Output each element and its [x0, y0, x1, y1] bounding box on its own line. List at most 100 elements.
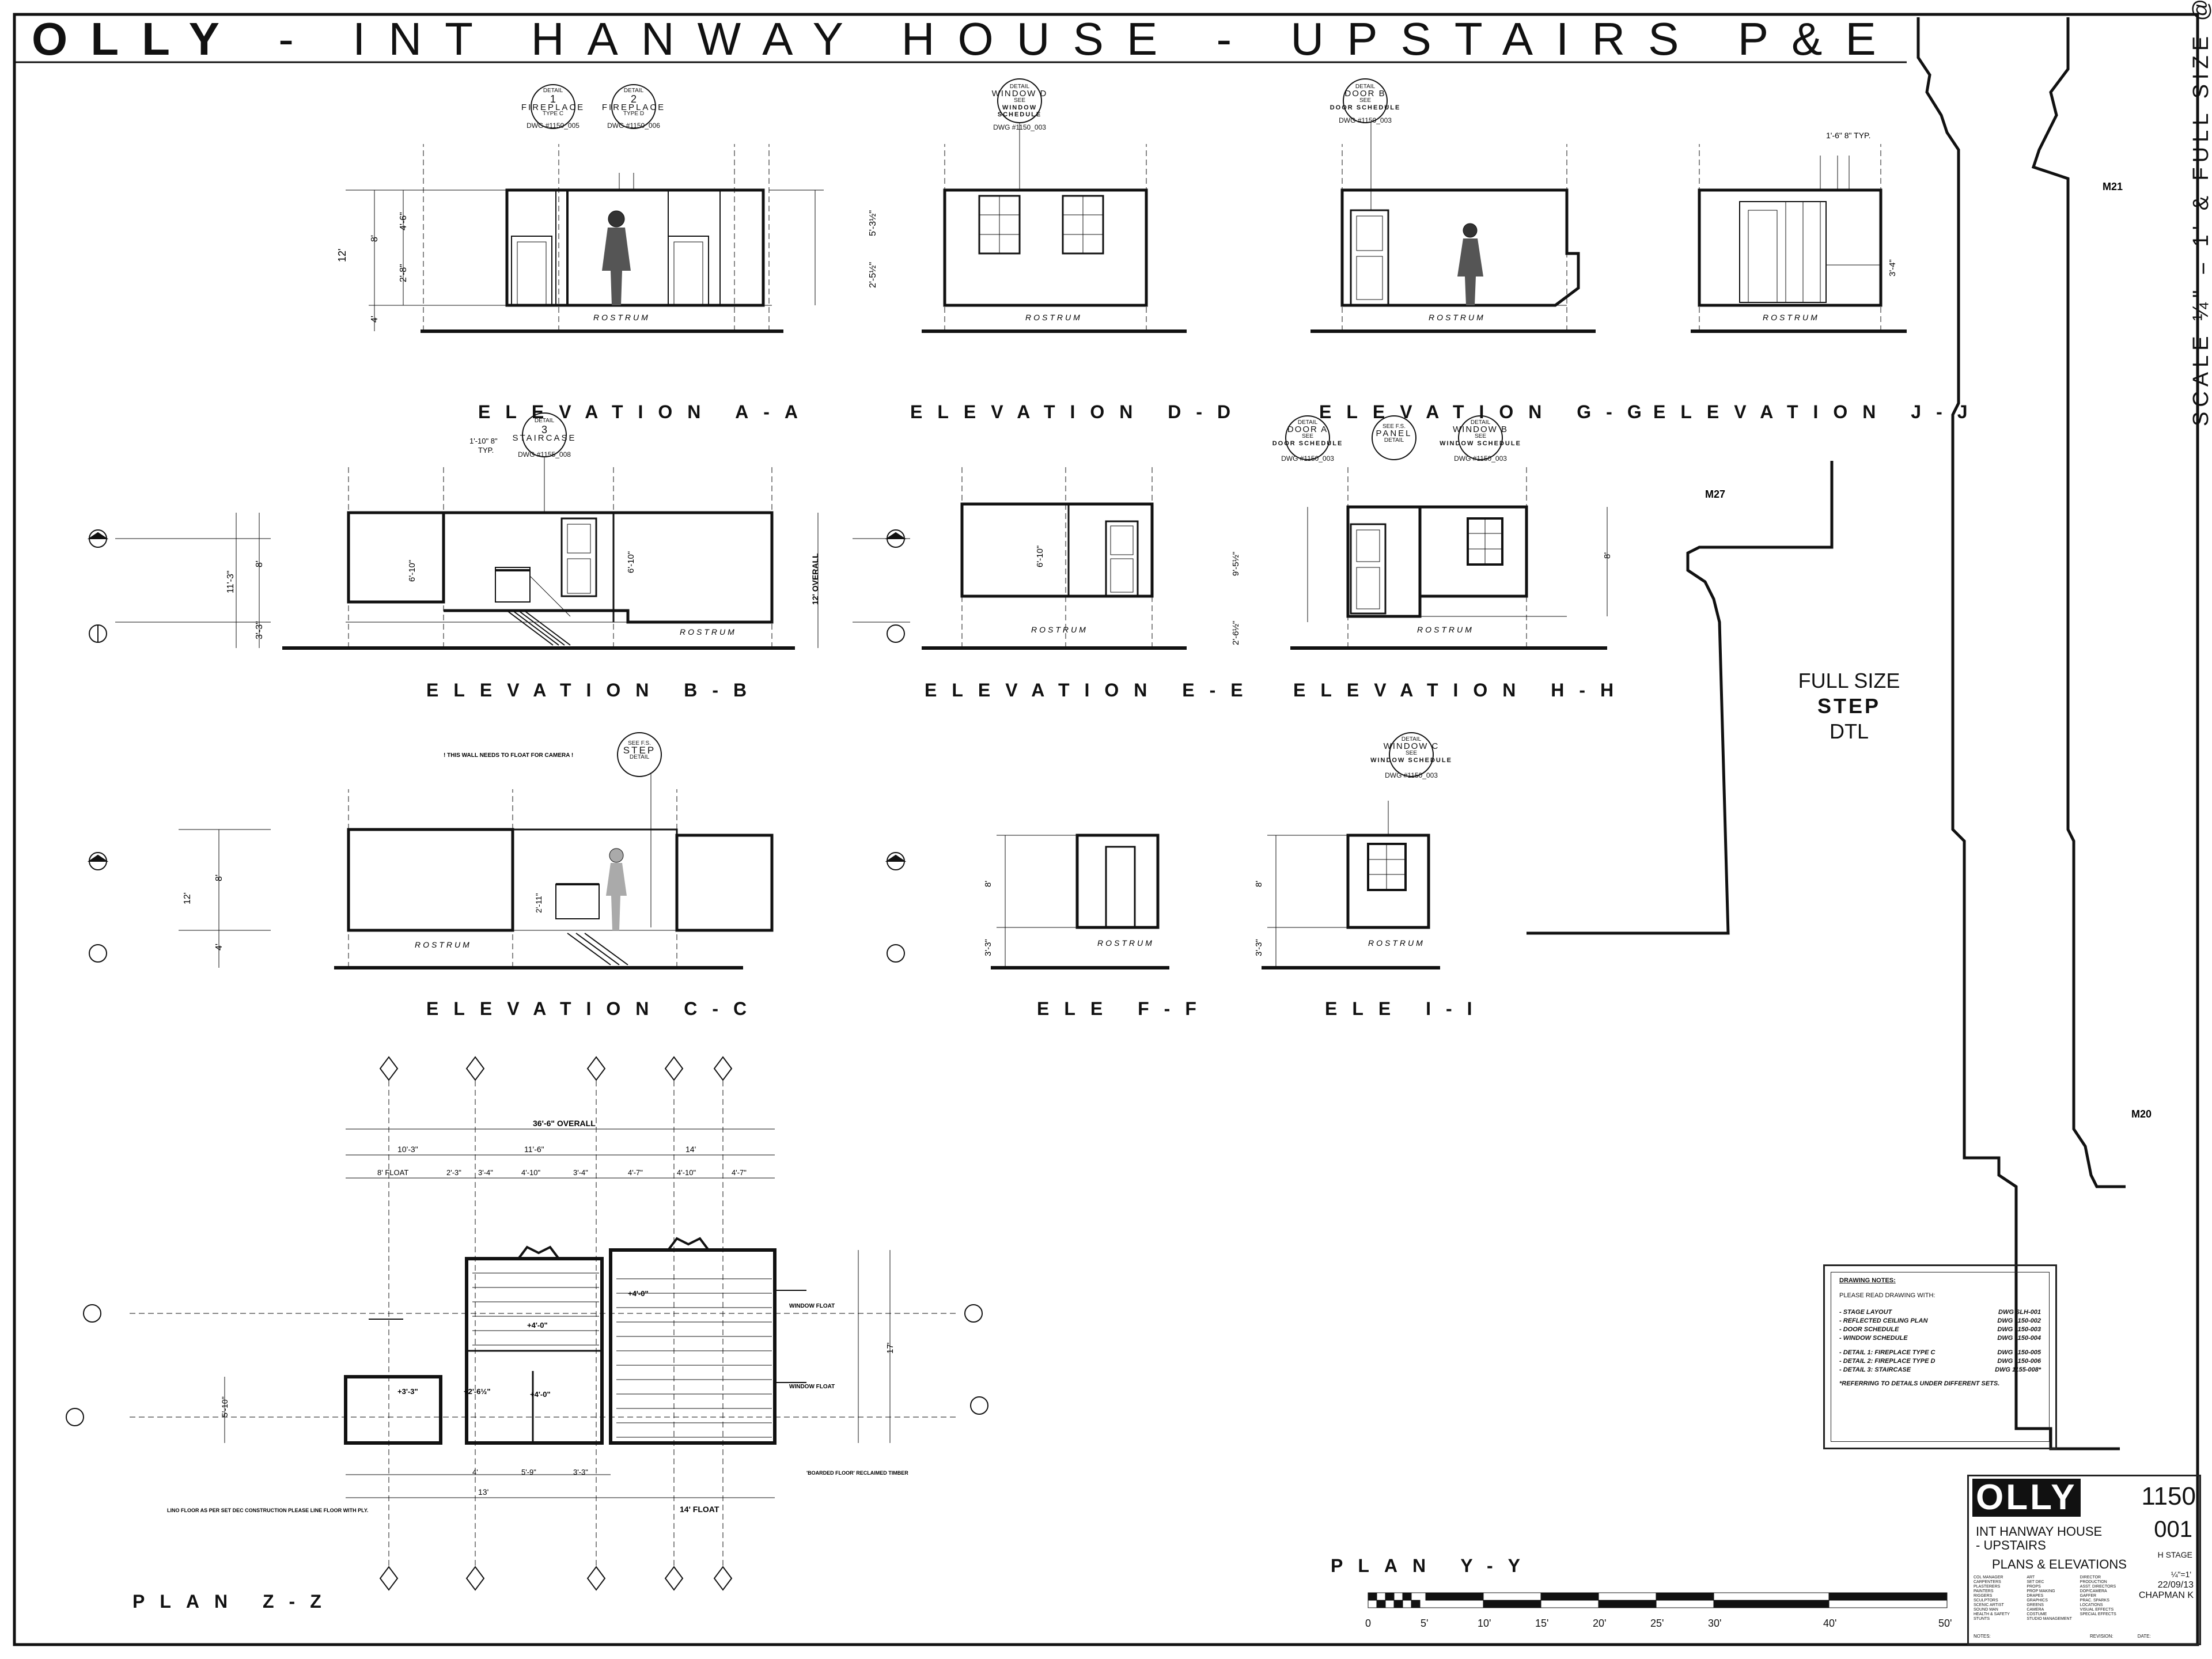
tb-crew-item: LOCATIONS [2080, 1603, 2103, 1607]
tb-crew-item: ART [2027, 1575, 2035, 1580]
scale-note: SCALE ¼" = 1' & FULL SIZE @ 36" X 48" [2189, 0, 2212, 426]
tb-crew-item: ASST. DIRECTORS [2080, 1585, 2116, 1589]
elev-aa-floor: ROSTRUM [593, 313, 650, 322]
callout-2-name: FIREPLACE [601, 103, 666, 112]
elev-title-cc: ELEVATION C-C [426, 998, 762, 1019]
callout-wb-sub: WINDOW SCHEDULE [1440, 440, 1521, 447]
callout-2-sub: TYPE D [623, 111, 645, 117]
dim-ii-33: 3'-3" [1254, 939, 1264, 956]
callout-window-c: DETAIL WINDOW C SEE WINDOW SCHEDULE DWG … [1368, 736, 1455, 779]
dim-aa-8: 8' [370, 235, 380, 242]
tb-crew-item: RIGGERS [1974, 1594, 1993, 1598]
notes-row-key: - DETAIL 3: STAIRCASE [1839, 1366, 1911, 1373]
callout-wb-dwg: DWG #1150_003 [1454, 454, 1507, 463]
tb-crew-item: CARPENTERS [1974, 1580, 2001, 1584]
float-note: ! THIS WALL NEEDS TO FLOAT FOR CAMERA ! [444, 752, 573, 759]
callout-2-top: DETAIL [623, 88, 644, 94]
dim-bb-8: 8' [255, 560, 264, 567]
notes-row-key: - DETAIL 2: FIREPLACE TYPE D [1839, 1358, 1936, 1365]
tb-crew-item: PRAC. SPARKS [2080, 1599, 2109, 1603]
tb-crew-item: PLASTERERS [1974, 1585, 2001, 1589]
sheet-title: OLLY - INT HANWAY HOUSE - UPSTAIRS P&E [32, 13, 1899, 66]
callout-fp-top: SEE F.S. [1382, 423, 1406, 430]
plan-level-2: +4'-0" [530, 1390, 551, 1399]
label-m21: M21 [2103, 181, 2123, 192]
notes-heading: DRAWING NOTES: [1839, 1277, 1896, 1284]
scale-mark: 0 [1365, 1618, 1372, 1629]
callout-window-b: DETAIL WINDOW B SEE WINDOW SCHEDULE DWG … [1437, 419, 1524, 462]
elev-title-ee: ELEVATION E-E [925, 680, 1258, 700]
drawing-notes-inner: DRAWING NOTES: PLEASE READ DRAWING WITH:… [1831, 1272, 2050, 1442]
notes-row-key: - WINDOW SCHEDULE [1839, 1335, 1908, 1342]
tb-crew-item: DOP/CAMERA [2080, 1589, 2107, 1593]
callout-wd-sub: WINDOW SCHEDULE [997, 104, 1042, 118]
plan-level-3: +3'-3" [397, 1387, 418, 1396]
scale-mark: 5' [1421, 1618, 1429, 1629]
tb-crew-item: CAMERA [2027, 1608, 2044, 1612]
plan-top2-7: 4'-7" [732, 1168, 747, 1177]
plan-top2-1: 2'-3" [446, 1168, 461, 1177]
notes-row-key: - DOOR SCHEDULE [1839, 1326, 1899, 1333]
callout-db-dwg: DWG #1150_003 [1339, 116, 1392, 124]
plan-title-zz: PLAN Z-Z [132, 1591, 336, 1612]
scale-mark: 25' [1650, 1618, 1664, 1629]
plan-top2-6: 4'-10" [677, 1168, 696, 1177]
plan-bottom-1: 14' FLOAT [680, 1505, 719, 1514]
scale-mark: 30' [1708, 1618, 1722, 1629]
elev-gg-floor: ROSTRUM [1429, 313, 1486, 322]
elev-title-ii: ELE I-I [1325, 998, 1487, 1019]
label-m20: M20 [2131, 1108, 2152, 1120]
notes-row-key: - STAGE LAYOUT [1839, 1309, 1892, 1316]
callout-door-b: DETAIL DOOR B SEE DOOR SCHEDULE DWG #115… [1325, 84, 1406, 124]
plan-zz [130, 1071, 956, 1567]
callout-da-dwg: DWG #1150_003 [1281, 454, 1334, 463]
elev-jj-floor: ROSTRUM [1763, 313, 1820, 322]
tb-revision-row: NOTES: REVISION: DATE: [1974, 1634, 2195, 1639]
dim-bb-113: 11'-3" [226, 570, 236, 593]
dim-bb-610: 6'-10" [407, 560, 417, 582]
dim-dd-53: 5'-3½" [868, 210, 878, 236]
dim-bb-1108: 1'-10" 8" [469, 437, 498, 445]
callout-wc-num: WINDOW C [1383, 741, 1440, 751]
plan-side-510: 5'-10" [220, 1396, 229, 1417]
fullsize-l3: DTL [1829, 719, 1869, 743]
plan-level-4: +2'-6½" [464, 1387, 490, 1396]
elev-title-aa: ELEVATION A-A [478, 402, 813, 422]
tb-crew-item: HEALTH & SAFETY [1974, 1612, 2010, 1616]
tb-crew-item: COL MANAGER [1974, 1575, 2003, 1580]
dim-bb-610b: 6'-10" [626, 551, 636, 573]
dim-aa-28: 2'-8" [399, 264, 408, 282]
callout-3-name: STAIRCASE [512, 433, 577, 443]
callout-st-num: STEP [623, 745, 656, 756]
tb-scale: ¼"=1' [2171, 1570, 2191, 1579]
tb-crew-item: GAFFER [2080, 1594, 2097, 1598]
tb-crew-item: PRODUCTION [2080, 1580, 2107, 1584]
dim-jj-34: 3'-4" [1888, 259, 1897, 276]
notes-row-key: - REFLECTED CEILING PLAN [1839, 1317, 1928, 1324]
plan-top2-0: 8' FLOAT [377, 1168, 408, 1177]
scale-mark: 50' [1938, 1618, 1952, 1629]
callout-step: SEE F.S. STEP DETAIL [611, 740, 668, 761]
callout-2-dwg: DWG #1150_006 [607, 122, 660, 130]
plan-top2-3: 4'-10" [521, 1168, 541, 1177]
drawing-notes: DRAWING NOTES: PLEASE READ DRAWING WITH:… [1823, 1264, 2057, 1449]
callout-wb-name: SEE [1474, 433, 1486, 440]
tb-crew-item: PROPS [2027, 1585, 2041, 1589]
callout-wd-num: WINDOW D [991, 89, 1048, 99]
plan-top2-2: 3'-4" [478, 1168, 493, 1177]
elevation-hh [1290, 467, 1608, 650]
callout-wc-sub: WINDOW SCHEDULE [1370, 757, 1452, 764]
dim-aa-4: 4' [370, 316, 380, 323]
tb-crew-item: DIRECTOR [2080, 1575, 2101, 1580]
tb-crew-item: VISUAL EFFECTS [2080, 1608, 2114, 1612]
tb-rev-date: DATE: [2137, 1634, 2151, 1639]
dim-bb-12: 12' OVERALL [810, 553, 820, 605]
dim-hh-26: 2'-6½" [1231, 621, 1241, 645]
plan-level-1: +4'-0" [527, 1321, 548, 1330]
callout-db-sub: DOOR SCHEDULE [1330, 104, 1401, 111]
